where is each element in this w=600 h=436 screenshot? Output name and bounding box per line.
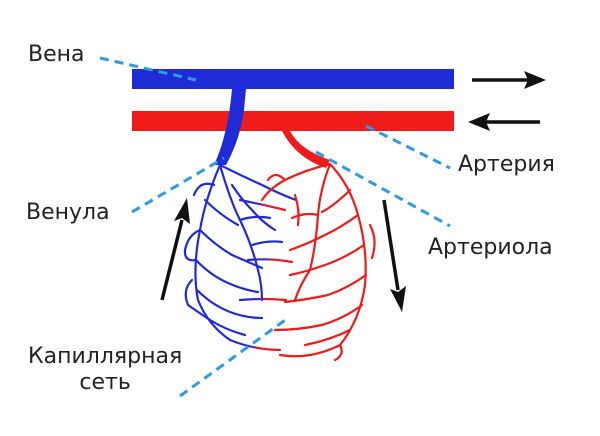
- flow-arrows: [160, 71, 546, 312]
- capillary-label-line2: сеть: [79, 370, 131, 395]
- capillary-leader: [179, 316, 289, 398]
- vein-vessel: [132, 69, 454, 89]
- artery-leader: [365, 124, 451, 170]
- venous-return-arrow: [160, 219, 184, 301]
- artery-label: Артерия: [458, 152, 555, 177]
- venule-label: Венула: [26, 200, 110, 225]
- venous-capillaries: [183, 163, 298, 342]
- arteriole-vessel: [282, 131, 330, 168]
- arterial-flow-arrow: [382, 199, 400, 291]
- arteriole-label: Артериола: [428, 235, 553, 260]
- vein-leader: [99, 56, 197, 82]
- artery-vessel: [132, 111, 454, 131]
- leader-lines: [99, 56, 451, 398]
- vein-label: Вена: [28, 42, 85, 67]
- capillary-network-label: Капиллярная сеть: [28, 344, 182, 396]
- arterial-capillaries: [260, 162, 376, 362]
- venule-leader: [131, 156, 225, 214]
- capillary-label-line1: Капиллярная: [28, 344, 183, 369]
- mixed-capillaries: [228, 198, 294, 352]
- venule-vessel: [214, 89, 246, 165]
- arteriole-leader: [315, 150, 451, 228]
